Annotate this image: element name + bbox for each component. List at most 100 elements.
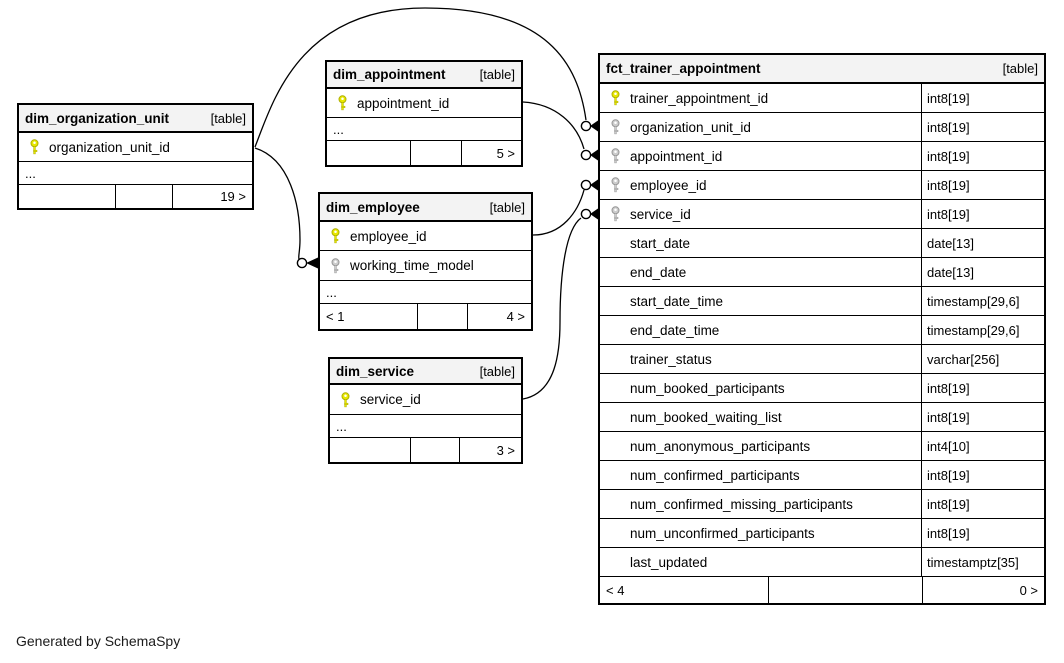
relationship-endpoint-circle bbox=[580, 120, 592, 132]
table-footer: 19 > bbox=[19, 184, 252, 208]
table-dim_organization_unit[interactable]: dim_organization_unit [table] organization… bbox=[17, 103, 254, 210]
column-name-cell: trainer_status bbox=[600, 345, 921, 373]
table-title[interactable]: dim_employee bbox=[326, 199, 420, 215]
column-name-cell: num_confirmed_participants bbox=[600, 461, 921, 489]
table-header: dim_employee[table] bbox=[320, 194, 531, 221]
column-name-cell: num_booked_participants bbox=[600, 374, 921, 402]
relationship-endpoint-circle bbox=[580, 179, 592, 191]
column-name-cell: num_anonymous_participants bbox=[600, 432, 921, 460]
table-title[interactable]: dim_appointment bbox=[333, 67, 446, 82]
crow-foot-arrow bbox=[590, 149, 598, 161]
column-name: end_date bbox=[630, 264, 687, 280]
column-name: num_unconfirmed_participants bbox=[630, 525, 815, 541]
column-name-cell: employee_id bbox=[600, 171, 921, 199]
column-name-cell: num_confirmed_missing_participants bbox=[600, 490, 921, 518]
table-title[interactable]: dim_service bbox=[336, 363, 415, 379]
relationship-line-service-to-fct bbox=[522, 217, 582, 400]
crow-foot-arrow bbox=[590, 120, 598, 132]
column-type: int8[19] bbox=[921, 200, 1044, 228]
column-row-organization_unit_id: organization_unit_id int8[19] bbox=[600, 112, 1044, 141]
foreign-key-icon bbox=[330, 257, 341, 274]
column-type: int8[19] bbox=[921, 84, 1044, 112]
footer-spacer bbox=[769, 577, 923, 603]
column-type: int8[19] bbox=[921, 113, 1044, 141]
column-row-organization_unit_id: organization_unit_id bbox=[19, 132, 252, 161]
parents-count: < 4 bbox=[600, 577, 769, 603]
table-dim_appointment[interactable]: dim_appointment[table]appointment_id...5… bbox=[325, 60, 523, 167]
column-name: end_date_time bbox=[630, 322, 720, 338]
column-name: num_confirmed_participants bbox=[630, 467, 800, 483]
column-row-num_unconfirmed_participants: num_unconfirmed_participants int8[19] bbox=[600, 518, 1044, 547]
relationship-line-appointment-to-fct bbox=[522, 101, 585, 150]
column-type: timestamp[29,6] bbox=[921, 316, 1044, 344]
column-name-cell: working_time_model bbox=[320, 251, 531, 280]
column-name-cell: start_date bbox=[600, 229, 921, 257]
relationship-line-orgunit-to-fct bbox=[254, 7, 587, 148]
column-name: working_time_model bbox=[350, 258, 474, 273]
column-row-end_date: end_date date[13] bbox=[600, 257, 1044, 286]
table-type-badge: [table] bbox=[479, 363, 515, 379]
crow-foot-arrow bbox=[590, 179, 598, 191]
column-name-cell: num_booked_waiting_list bbox=[600, 403, 921, 431]
column-name: num_anonymous_participants bbox=[630, 438, 811, 454]
table-header: dim_appointment[table] bbox=[327, 62, 521, 88]
table-dim_service[interactable]: dim_service [table] service_id...3 > bbox=[328, 357, 523, 464]
table-type-badge: [table] bbox=[210, 110, 246, 126]
relationship-endpoint-circle bbox=[296, 257, 308, 269]
column-type: int8[19] bbox=[921, 374, 1044, 402]
column-name-cell: service_id bbox=[600, 200, 921, 228]
table-footer: < 4 0 > bbox=[600, 576, 1044, 603]
primary-key-icon bbox=[29, 139, 40, 155]
column-type: timestamp[29,6] bbox=[921, 287, 1044, 315]
column-name: start_date bbox=[630, 235, 691, 251]
primary-key-icon bbox=[610, 90, 621, 106]
column-name-cell: end_date bbox=[600, 258, 921, 286]
children-count: 4 > bbox=[506, 309, 525, 324]
column-row-appointment_id: appointment_id bbox=[327, 88, 521, 117]
foreign-key-icon bbox=[610, 119, 621, 135]
table-fct_trainer_appointment[interactable]: fct_trainer_appointment[table]trainer_ap… bbox=[598, 53, 1046, 605]
crow-foot-arrow bbox=[306, 257, 318, 269]
elided-columns-row: ... bbox=[327, 117, 521, 140]
table-footer: 3 > bbox=[330, 437, 521, 462]
column-name-cell: organization_unit_id bbox=[19, 133, 252, 161]
column-type: int8[19] bbox=[921, 519, 1044, 547]
elided-columns-row: ... bbox=[330, 414, 521, 437]
column-type: int8[19] bbox=[921, 403, 1044, 431]
column-name: organization_unit_id bbox=[49, 139, 170, 155]
column-type: int4[10] bbox=[921, 432, 1044, 460]
column-row-num_confirmed_participants: num_confirmed_participants int8[19] bbox=[600, 460, 1044, 489]
relationship-line-orgunit-to-employee bbox=[254, 147, 301, 260]
relationship-line-employee-to-fct bbox=[532, 189, 585, 236]
footer-spacer bbox=[411, 438, 460, 462]
column-row-working_time_model: working_time_model bbox=[320, 250, 531, 280]
column-name: organization_unit_id bbox=[630, 119, 751, 135]
column-name-cell: start_date_time bbox=[600, 287, 921, 315]
column-name: trainer_status bbox=[630, 351, 712, 367]
column-type: int8[19] bbox=[921, 461, 1044, 489]
column-row-num_booked_waiting_list: num_booked_waiting_list int8[19] bbox=[600, 402, 1044, 431]
table-footer: 5 > bbox=[327, 140, 521, 165]
parents-count bbox=[330, 438, 411, 462]
column-name: num_booked_waiting_list bbox=[630, 409, 782, 425]
table-title[interactable]: fct_trainer_appointment bbox=[606, 61, 761, 76]
column-name: service_id bbox=[360, 392, 421, 407]
foreign-key-icon bbox=[610, 206, 621, 222]
elided-columns-row: ... bbox=[320, 280, 531, 303]
column-type: date[13] bbox=[921, 258, 1044, 286]
foreign-key-icon bbox=[610, 148, 621, 164]
children-count: 0 > bbox=[1019, 582, 1038, 598]
elided-columns-row: ... bbox=[19, 161, 252, 184]
column-row-num_anonymous_participants: num_anonymous_participants int4[10] bbox=[600, 431, 1044, 460]
table-title[interactable]: dim_organization_unit bbox=[25, 110, 170, 126]
